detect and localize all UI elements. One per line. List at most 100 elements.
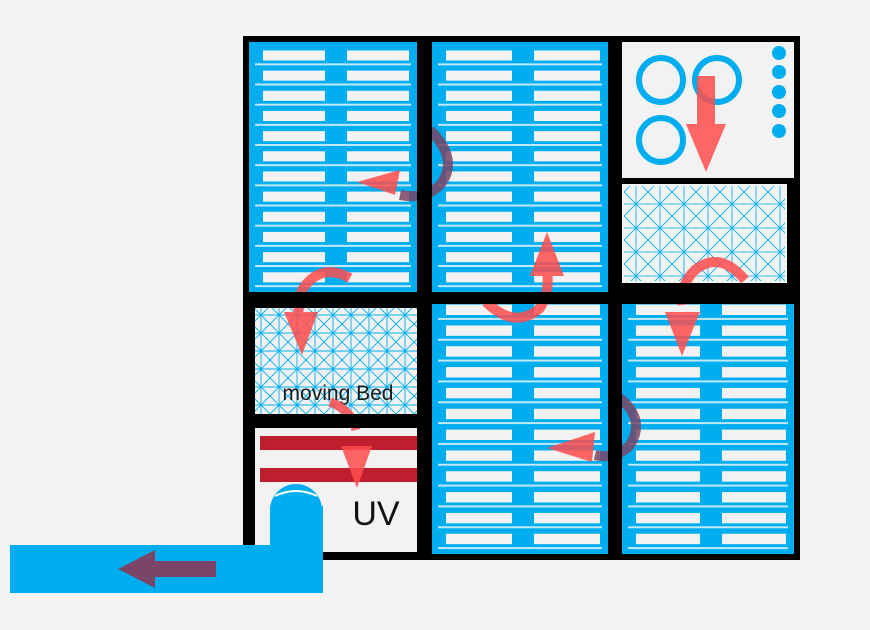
wall-top-middle-bottom	[432, 292, 608, 304]
media-slot	[347, 90, 409, 101]
media-slot	[347, 191, 409, 202]
media-slot	[263, 231, 325, 243]
media-slot	[534, 471, 600, 482]
media-slot	[446, 90, 512, 101]
media-slot	[446, 304, 512, 315]
media-slot	[446, 272, 512, 283]
flow-arrow-icon	[547, 394, 642, 462]
media-divider	[628, 317, 788, 320]
media-slot	[636, 304, 700, 315]
media-divider	[255, 204, 411, 207]
media-divider	[628, 505, 788, 508]
media-slot	[534, 367, 600, 378]
media-slot	[347, 211, 409, 222]
media-divider	[255, 285, 411, 288]
media-divider	[438, 463, 602, 466]
media-divider	[628, 463, 788, 466]
media-slot	[534, 492, 600, 503]
wall-top-right-bottom	[622, 283, 800, 304]
media-slot	[446, 131, 512, 142]
media-divider	[438, 224, 602, 227]
media-slot	[347, 110, 409, 122]
media-divider	[438, 265, 602, 268]
ring-3	[636, 115, 686, 165]
media-slot	[636, 346, 700, 357]
media-slot	[534, 387, 600, 399]
flow-arrow-icon	[357, 126, 453, 202]
media-divider	[438, 359, 602, 362]
media-slot	[534, 272, 600, 283]
media-slot	[446, 252, 512, 263]
media-slot	[722, 387, 786, 399]
uv-lamp-2	[260, 468, 417, 482]
media-divider	[628, 442, 788, 445]
media-slot	[263, 191, 325, 202]
media-slots-top-left	[255, 50, 411, 288]
media-divider	[438, 184, 602, 187]
media-slot	[636, 492, 700, 503]
wall-vertical-right	[608, 36, 622, 560]
chamber-bottom-middle	[432, 304, 608, 554]
dot-5	[772, 124, 786, 138]
media-divider	[438, 442, 602, 445]
media-slot	[446, 211, 512, 222]
media-slot	[722, 408, 786, 420]
media-divider	[438, 401, 602, 404]
uv-label: UV	[352, 495, 400, 533]
media-slot	[347, 272, 409, 283]
media-slot	[347, 231, 409, 243]
media-divider	[628, 526, 788, 529]
media-slot	[636, 387, 700, 399]
media-slot	[534, 512, 600, 524]
media-divider	[255, 83, 411, 86]
flow-arrow-icon	[284, 267, 353, 355]
media-divider	[255, 63, 411, 66]
media-slot	[636, 450, 700, 461]
media-slot	[534, 191, 600, 202]
media-slot	[534, 429, 600, 440]
media-divider	[438, 338, 602, 341]
media-divider	[255, 265, 411, 268]
media-divider	[628, 484, 788, 487]
media-divider	[438, 484, 602, 487]
media-slot	[722, 367, 786, 378]
dot-2	[772, 65, 786, 79]
media-slot	[347, 131, 409, 142]
media-slot	[263, 110, 325, 122]
media-slot	[446, 450, 512, 461]
media-slot	[534, 110, 600, 122]
media-slot	[446, 512, 512, 524]
media-divider	[628, 359, 788, 362]
media-divider	[255, 103, 411, 106]
media-slot	[263, 151, 325, 162]
media-slot	[263, 90, 325, 101]
media-slot	[534, 50, 600, 61]
media-slot	[722, 512, 786, 524]
media-slot	[534, 533, 600, 545]
media-slot	[534, 304, 600, 315]
media-slot	[446, 408, 512, 420]
media-slot	[347, 70, 409, 81]
mesh-moving-bed	[255, 308, 417, 414]
wall-horizontal-right	[622, 178, 800, 184]
media-slot	[446, 387, 512, 399]
media-divider	[438, 526, 602, 529]
media-slot	[636, 367, 700, 378]
media-slot	[534, 211, 600, 222]
media-slot	[263, 171, 325, 182]
media-slot	[446, 367, 512, 378]
uv-lamp-1	[260, 436, 417, 450]
media-slot	[263, 131, 325, 142]
media-slot	[446, 171, 512, 182]
media-divider	[628, 547, 788, 550]
media-divider	[255, 184, 411, 187]
media-slot	[534, 131, 600, 142]
media-slot	[534, 171, 600, 182]
media-divider	[255, 224, 411, 227]
media-slot	[446, 429, 512, 440]
wall-top-left-bottom	[249, 292, 417, 308]
outlet-pipe-icon	[10, 484, 323, 593]
media-slot	[636, 533, 700, 545]
media-slot	[722, 492, 786, 503]
media-divider	[438, 103, 602, 106]
